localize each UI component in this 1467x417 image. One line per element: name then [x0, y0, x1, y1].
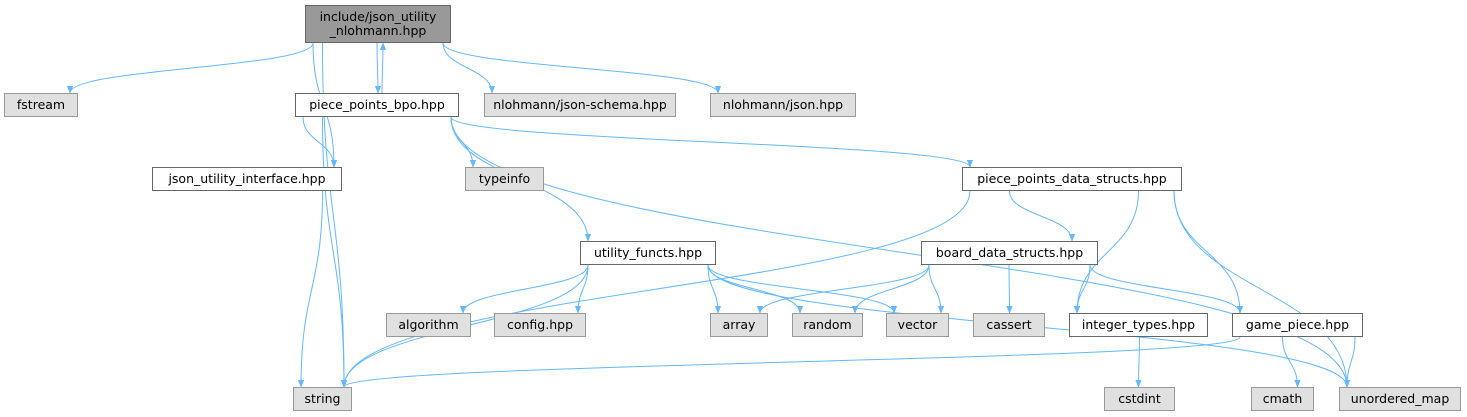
edge-gamepiece-to-string	[341, 336, 1241, 388]
node-cassert: cassert	[973, 313, 1045, 337]
edge-ppbpo-to-string	[322, 116, 348, 388]
edge-uf-to-algorithm	[459, 264, 589, 314]
node-string: string	[293, 387, 352, 411]
node-nschema: nlohmann/json-schema.hpp	[484, 93, 676, 117]
edge-root-to-nschema	[442, 42, 496, 94]
node-bds[interactable]: board_data_structs.hpp	[921, 241, 1098, 265]
node-uf[interactable]: utility_functs.hpp	[580, 241, 716, 265]
edge-bds-to-vector	[928, 264, 945, 314]
node-vector: vector	[886, 313, 949, 337]
edge-bds-to-gamepiece	[1089, 264, 1244, 314]
node-inttypes[interactable]: integer_types.hpp	[1069, 313, 1208, 337]
edge-ppds-to-bds	[1009, 190, 1076, 242]
edge-bds-to-inttypes	[1073, 264, 1091, 314]
node-label: string	[304, 391, 341, 406]
edge-uf-to-array	[707, 264, 722, 314]
edge-jui-to-string	[297, 190, 323, 388]
node-root[interactable]: include/json_utility _nlohmann.hpp	[305, 5, 451, 43]
node-label: config.hpp	[506, 317, 573, 332]
node-label: piece_points_bpo.hpp	[309, 97, 445, 112]
edge-uf-to-random	[707, 264, 804, 314]
node-label: nlohmann/json-schema.hpp	[493, 97, 667, 112]
node-ppbpo[interactable]: piece_points_bpo.hpp	[295, 93, 459, 117]
node-label: game_piece.hpp	[1245, 317, 1350, 332]
node-random: random	[792, 313, 863, 337]
node-cmath: cmath	[1251, 387, 1314, 411]
edge-ppbpo-to-root	[379, 42, 387, 94]
node-label: nlohmann/json.hpp	[722, 97, 844, 112]
edge-uf-to-vector	[707, 264, 898, 314]
edge-ppbpo-to-jui	[302, 116, 338, 168]
node-label: utility_functs.hpp	[593, 245, 703, 260]
node-gamepiece[interactable]: game_piece.hpp	[1232, 313, 1363, 337]
node-label: array	[722, 317, 756, 332]
node-label: algorithm	[398, 317, 459, 332]
edge-root-to-ppbpo	[374, 42, 382, 94]
node-ppds[interactable]: piece_points_data_structs.hpp	[962, 167, 1182, 191]
node-typeinfo: typeinfo	[465, 167, 544, 191]
edge-gamepiece-to-umap	[1343, 336, 1356, 388]
edge-ppds-to-string	[340, 190, 971, 388]
node-label: cstdint	[1118, 391, 1161, 406]
node-label: integer_types.hpp	[1081, 317, 1196, 332]
node-label: cassert	[986, 317, 1032, 332]
node-njson: nlohmann/json.hpp	[710, 93, 856, 117]
edge-inttypes-to-cstdint	[1135, 336, 1142, 388]
node-label: typeinfo	[478, 171, 531, 186]
node-algorithm: algorithm	[386, 313, 471, 337]
node-label: vector	[897, 317, 938, 332]
edge-root-to-fstream	[66, 42, 314, 94]
node-label: cmath	[1262, 391, 1303, 406]
edge-bds-to-array	[756, 264, 930, 314]
node-label: fstream	[16, 97, 66, 112]
node-fstream: fstream	[4, 93, 78, 117]
edge-ppds-to-umap	[1173, 190, 1351, 388]
node-label: unordered_map	[1350, 391, 1450, 406]
node-label: random	[803, 317, 852, 332]
edge-gamepiece-to-cmath	[1282, 336, 1301, 388]
node-cstdint: cstdint	[1104, 387, 1175, 411]
node-label: json_utility_interface.hpp	[168, 171, 326, 186]
node-label: board_data_structs.hpp	[935, 245, 1084, 260]
node-jui[interactable]: json_utility_interface.hpp	[152, 167, 342, 191]
edge-ppds-to-gamepiece	[1173, 190, 1244, 314]
edge-bds-to-random	[851, 264, 930, 314]
node-label: include/json_utility _nlohmann.hpp	[319, 9, 437, 38]
node-label: piece_points_data_structs.hpp	[977, 171, 1167, 186]
node-umap: unordered_map	[1339, 387, 1461, 411]
edge-bds-to-cassert	[1006, 264, 1013, 314]
node-config: config.hpp	[494, 313, 586, 337]
edge-ppds-to-inttypes	[1073, 190, 1139, 314]
node-array: array	[710, 313, 768, 337]
edge-ppbpo-to-ppds	[450, 116, 974, 168]
edge-root-to-njson	[442, 42, 722, 94]
